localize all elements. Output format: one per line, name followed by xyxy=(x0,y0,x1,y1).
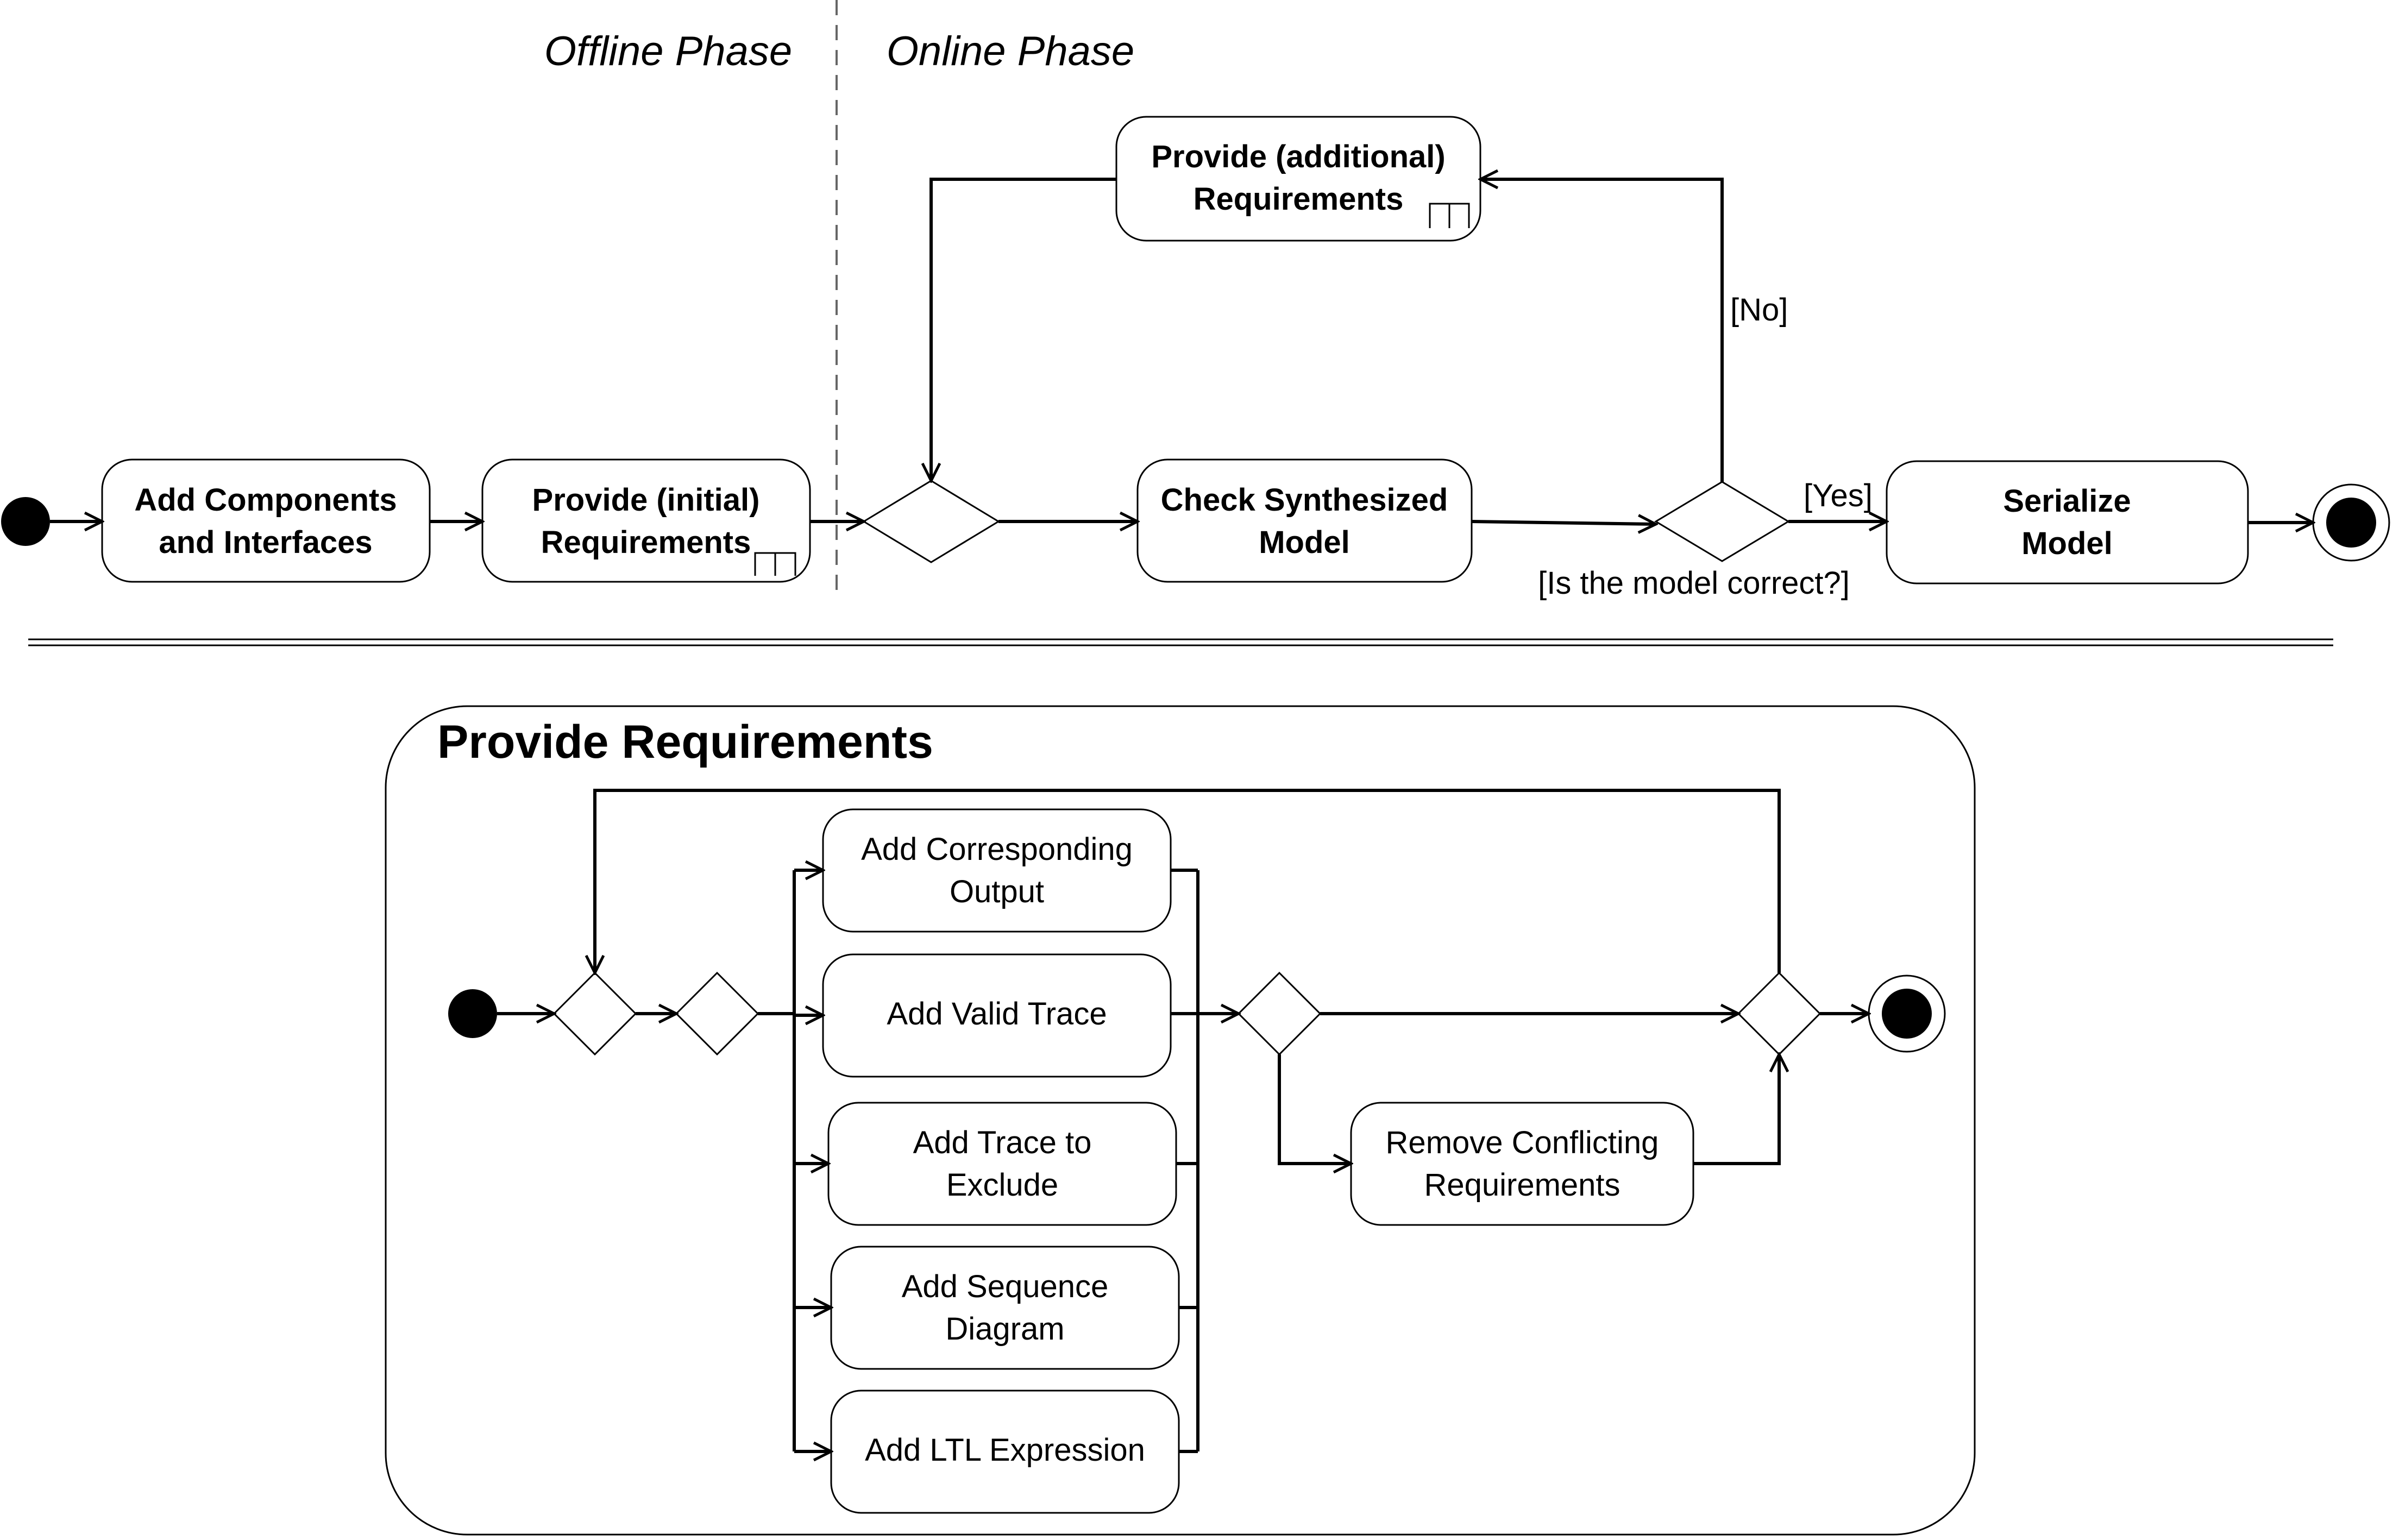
svg-text:Add Corresponding: Add Corresponding xyxy=(861,832,1133,867)
sub-flow-join-to-remove-conflicting xyxy=(1278,1054,1351,1164)
activity-serialize-model: Serialize Model xyxy=(1886,460,2249,584)
svg-text:Model: Model xyxy=(2021,526,2113,561)
svg-text:Requirements: Requirements xyxy=(541,525,751,560)
final-node-core xyxy=(2326,498,2376,548)
call-behavior-rake-icon xyxy=(754,552,796,576)
action-add-ltl-expression: Add LTL Expression xyxy=(830,1390,1180,1514)
activity-provide-additional-requirements: Provide (additional) Requirements xyxy=(1115,116,1481,242)
initial-node xyxy=(1,497,50,546)
svg-text:Provide (additional): Provide (additional) xyxy=(1151,139,1445,174)
action-add-sequence-diagram: Add Sequence Diagram xyxy=(830,1246,1180,1370)
svg-text:Add Valid Trace: Add Valid Trace xyxy=(887,996,1107,1032)
flow-decision-no-to-additional xyxy=(1480,179,1724,482)
svg-text:Requirements: Requirements xyxy=(1194,181,1404,217)
svg-text:Diagram: Diagram xyxy=(945,1311,1064,1347)
flow-additional-to-merge xyxy=(931,178,1116,481)
action-add-valid-trace: Add Valid Trace xyxy=(822,953,1172,1078)
guard-yes: [Yes] xyxy=(1804,478,1873,513)
sub-flow-remove-conflicting-to-final-merge xyxy=(1693,1054,1779,1165)
svg-text:Model: Model xyxy=(1259,525,1350,560)
call-behavior-rake-icon xyxy=(1429,203,1470,228)
action-add-trace-to-exclude: Add Trace to Exclude xyxy=(827,1102,1177,1226)
activity-add-components: Add Components and Interfaces xyxy=(101,458,431,583)
svg-text:and Interfaces: and Interfaces xyxy=(159,525,372,560)
svg-text:Output: Output xyxy=(950,874,1044,909)
svg-text:Provide (initial): Provide (initial) xyxy=(532,482,760,518)
guard-decision-question: [Is the model correct?] xyxy=(1538,565,1850,601)
activity-provide-initial-requirements: Provide (initial) Requirements xyxy=(481,458,811,583)
subactivity-frame xyxy=(385,705,1976,1536)
svg-text:Add LTL Expression: Add LTL Expression xyxy=(865,1432,1145,1468)
svg-text:Exclude: Exclude xyxy=(946,1167,1058,1203)
guard-no: [No] xyxy=(1730,292,1788,328)
svg-text:Remove Conflicting: Remove Conflicting xyxy=(1386,1125,1659,1160)
svg-text:Add Trace to: Add Trace to xyxy=(913,1125,1092,1160)
svg-text:Serialize: Serialize xyxy=(2003,483,2131,519)
sub-initial-node xyxy=(448,989,497,1038)
action-remove-conflicting-requirements: Remove Conflicting Requirements xyxy=(1350,1102,1694,1226)
flow-check-to-decision xyxy=(1471,521,1656,524)
subactivity-title: Provide Requirements xyxy=(437,716,933,768)
svg-text:Check Synthesized: Check Synthesized xyxy=(1161,482,1448,518)
svg-text:Add Sequence: Add Sequence xyxy=(902,1269,1109,1304)
merge-node xyxy=(862,480,1000,563)
svg-text:Requirements: Requirements xyxy=(1424,1167,1620,1203)
offline-phase-label: Offline Phase xyxy=(544,28,792,74)
activity-check-synthesized-model: Check Synthesized Model xyxy=(1136,458,1473,583)
decision-node xyxy=(1654,481,1790,562)
action-add-corresponding-output: Add Corresponding Output xyxy=(822,808,1172,933)
sub-final-node-core xyxy=(1882,989,1932,1039)
svg-text:Add Components: Add Components xyxy=(134,482,397,518)
online-phase-label: Online Phase xyxy=(887,28,1134,74)
sub-flow-loop-back xyxy=(595,789,1781,973)
